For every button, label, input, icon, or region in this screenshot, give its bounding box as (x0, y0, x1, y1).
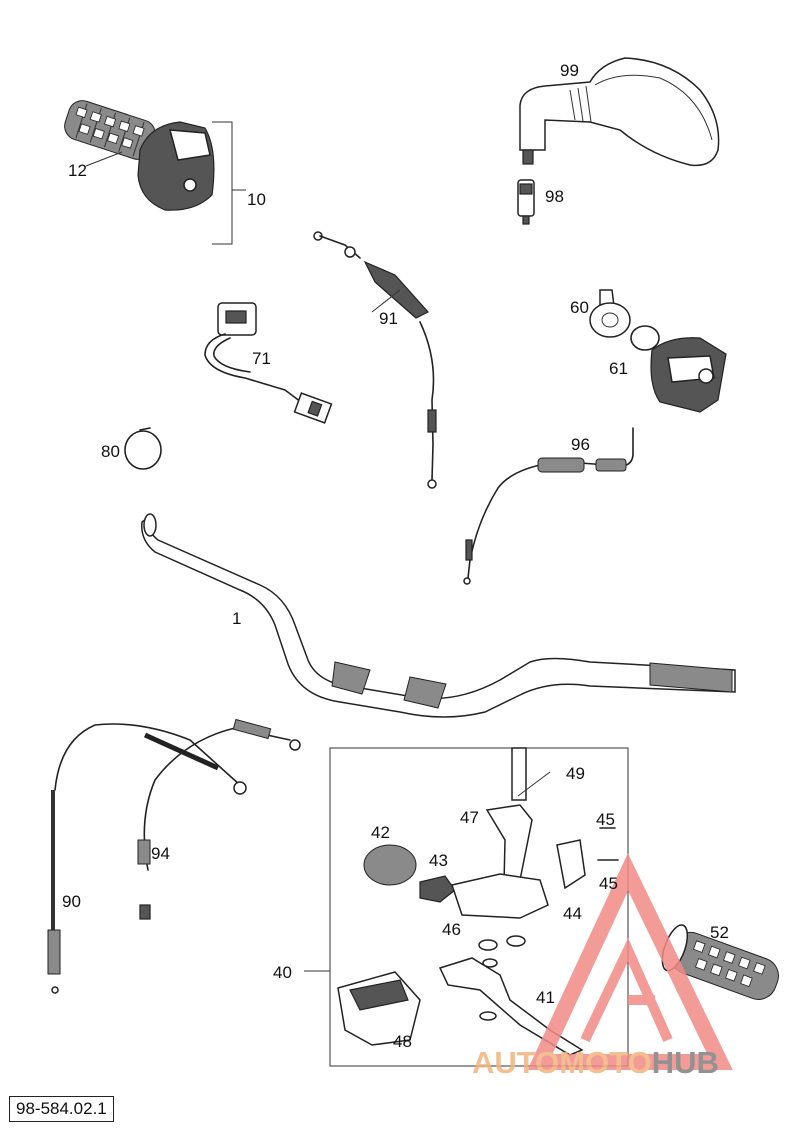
watermark-letter-mark (580, 938, 673, 1043)
part-labels: 12 10 99 98 91 60 61 71 80 96 1 49 47 45… (62, 61, 729, 1051)
watermark-logo: AUTOMOTOHUB (472, 853, 733, 1080)
label-part-44: 44 (563, 904, 582, 923)
label-part-61: 61 (609, 359, 628, 378)
label-part-49: 49 (566, 764, 585, 783)
label-part-10: 10 (247, 190, 266, 209)
watermark-suffix: HUB (652, 1045, 719, 1080)
label-part-40: 40 (273, 963, 292, 982)
watermark-prefix: AUTOMOTO (472, 1045, 652, 1080)
handlebar (141, 513, 736, 718)
label-part-90: 90 (62, 892, 81, 911)
watermark-triangle (527, 853, 733, 1070)
switch-housing (589, 289, 727, 413)
throttle-cable (313, 231, 437, 489)
label-part-96: 96 (571, 435, 590, 454)
label-part-46: 46 (442, 920, 461, 939)
document-number: 98-584.02.1 (9, 1096, 114, 1122)
cables-90-94 (47, 718, 301, 994)
brake-cable (463, 427, 634, 585)
leader-12 (85, 151, 123, 167)
lever-assembly-box (304, 747, 629, 1067)
label-part-94: 94 (151, 844, 170, 863)
label-part-42: 42 (371, 823, 390, 842)
mirror-assembly (517, 57, 720, 225)
label-part-45-lower: 45 (599, 874, 618, 893)
left-grip (661, 924, 779, 1000)
label-part-98: 98 (545, 187, 564, 206)
throttle-grip-assembly (64, 100, 246, 245)
label-part-1: 1 (232, 609, 241, 628)
label-part-41: 41 (536, 988, 555, 1007)
label-part-45-upper: 45 (596, 810, 615, 829)
label-part-12: 12 (68, 161, 87, 180)
label-part-52: 52 (710, 923, 729, 942)
label-part-99: 99 (560, 61, 579, 80)
bracket-10 (212, 121, 233, 245)
label-part-43: 43 (429, 851, 448, 870)
label-part-80: 80 (101, 442, 120, 461)
hose-clamp (124, 427, 162, 470)
kill-switch (204, 302, 333, 424)
label-part-60: 60 (570, 298, 589, 317)
watermark-text: AUTOMOTOHUB (472, 1045, 719, 1080)
label-part-71: 71 (252, 349, 271, 368)
label-part-91: 91 (379, 309, 398, 328)
label-part-47: 47 (460, 808, 479, 827)
label-part-48: 48 (393, 1032, 412, 1051)
